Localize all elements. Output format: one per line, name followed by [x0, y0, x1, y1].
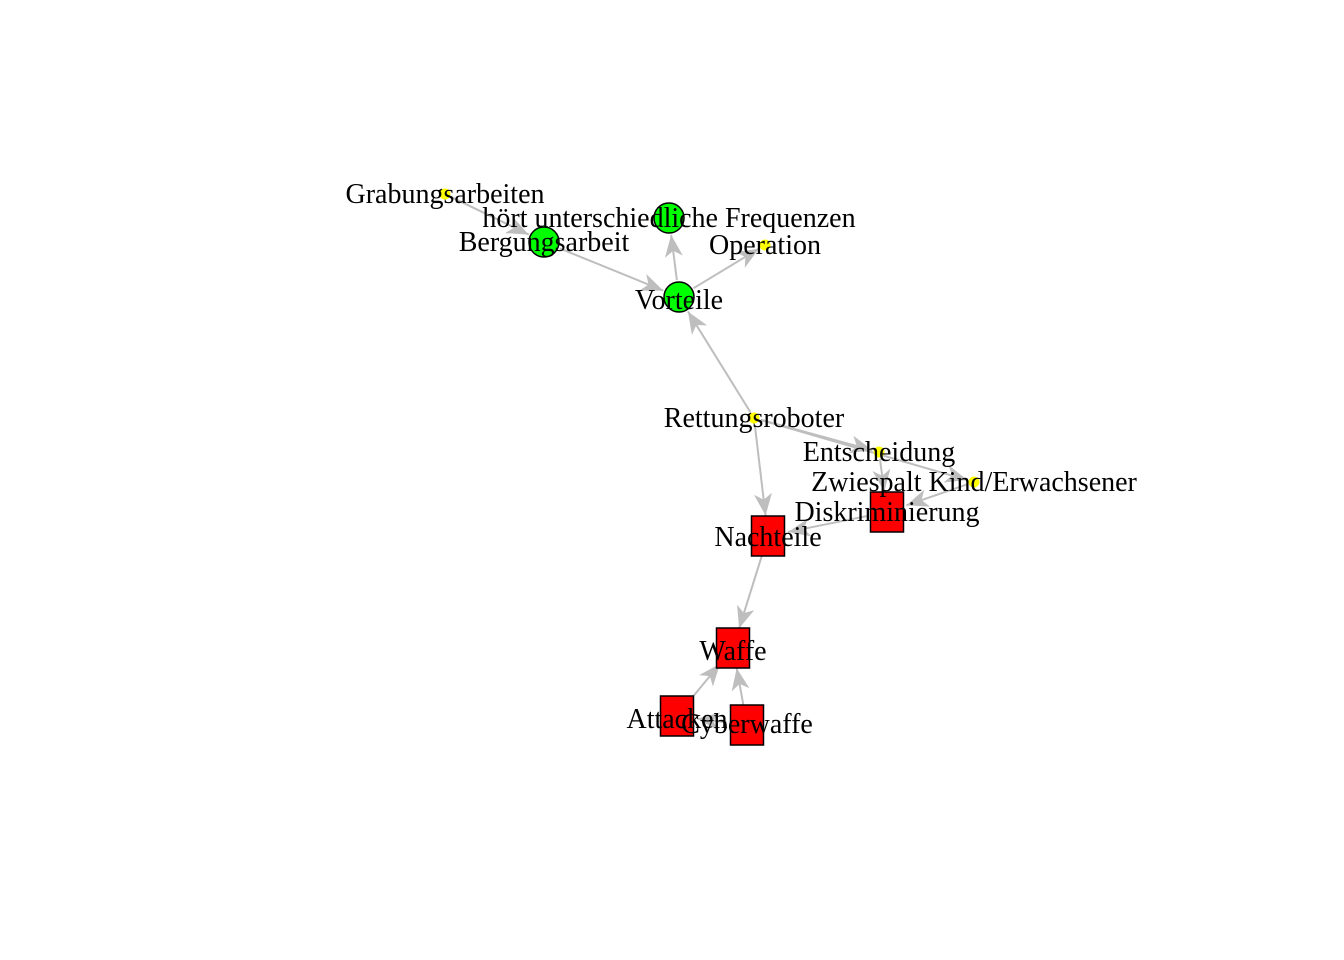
edge-rettungsroboter-vorteile	[687, 310, 752, 413]
node-cyberwaffe-square	[729, 704, 765, 746]
label-vorteile: Vorteile	[635, 285, 723, 316]
label-nachteile: Nachteile	[714, 522, 821, 553]
label-grabungsarbeiten: Grabungsarbeiten	[345, 179, 544, 210]
node-hoert-circle	[653, 202, 685, 234]
node-zwiespalt-dot	[968, 476, 980, 488]
label-diskriminierung: Diskriminierung	[794, 497, 979, 528]
arrowhead-nachteile-waffe	[737, 604, 755, 629]
label-zwiespalt: Zwiespalt Kind/Erwachsener	[811, 467, 1137, 498]
label-rettungsroboter: Rettungsroboter	[664, 403, 845, 434]
arrowhead-entscheidung-diskriminierung	[872, 468, 891, 492]
label-entscheidung: Entscheidung	[803, 437, 955, 468]
arrowhead-cyberwaffe-attacken	[697, 712, 721, 731]
edges-layer	[450, 196, 968, 731]
label-hoert: hört unterschiedliche Frequenzen	[482, 203, 855, 234]
arrowhead-vorteile-operation	[735, 248, 760, 268]
label-operation: Operation	[709, 230, 821, 261]
arrowhead-bergungsarbeit-vorteile	[639, 273, 664, 291]
node-entscheidung-dot	[873, 446, 885, 458]
node-nachteile-square	[750, 515, 786, 557]
label-attacken: Attacken	[626, 704, 727, 735]
arrowhead-rettungsroboter-vorteile	[687, 311, 708, 335]
label-bergungsarbeit: Bergungsarbeit	[459, 227, 630, 258]
node-rettungsroboter-dot	[748, 412, 760, 424]
arrowhead-rettungsroboter-nachteile	[754, 492, 772, 516]
label-waffe: Waffe	[699, 636, 766, 667]
node-attacken-square	[659, 695, 695, 737]
node-vorteile-circle	[663, 281, 695, 313]
arrowhead-vorteile-hoert	[664, 234, 683, 258]
nodes-layer	[439, 188, 980, 746]
node-bergungsarbeit-circle	[528, 226, 560, 258]
arrowhead-rettungsroboter-entscheidung	[848, 435, 873, 454]
arrowhead-zwiespalt-diskriminierung	[906, 489, 931, 507]
arrowhead-cyberwaffe-waffe	[731, 668, 750, 692]
arrowhead-rettungsroboter-zwiespalt	[943, 465, 968, 483]
arrowhead-attacken-waffe	[699, 663, 720, 687]
node-diskriminierung-square	[869, 491, 905, 533]
edge-bergungsarbeit-vorteile	[559, 247, 664, 292]
arrowhead-grabungsarbeiten-bergungsarbeit	[504, 216, 529, 235]
node-grabungsarbeiten-dot	[439, 188, 451, 200]
edge-rettungsroboter-zwiespalt	[760, 418, 968, 482]
arrowhead-diskriminierung-nachteile	[788, 518, 812, 537]
node-operation-dot	[759, 239, 771, 251]
label-cyberwaffe: Cyberwaffe	[681, 709, 813, 740]
node-waffe-square	[715, 627, 751, 669]
